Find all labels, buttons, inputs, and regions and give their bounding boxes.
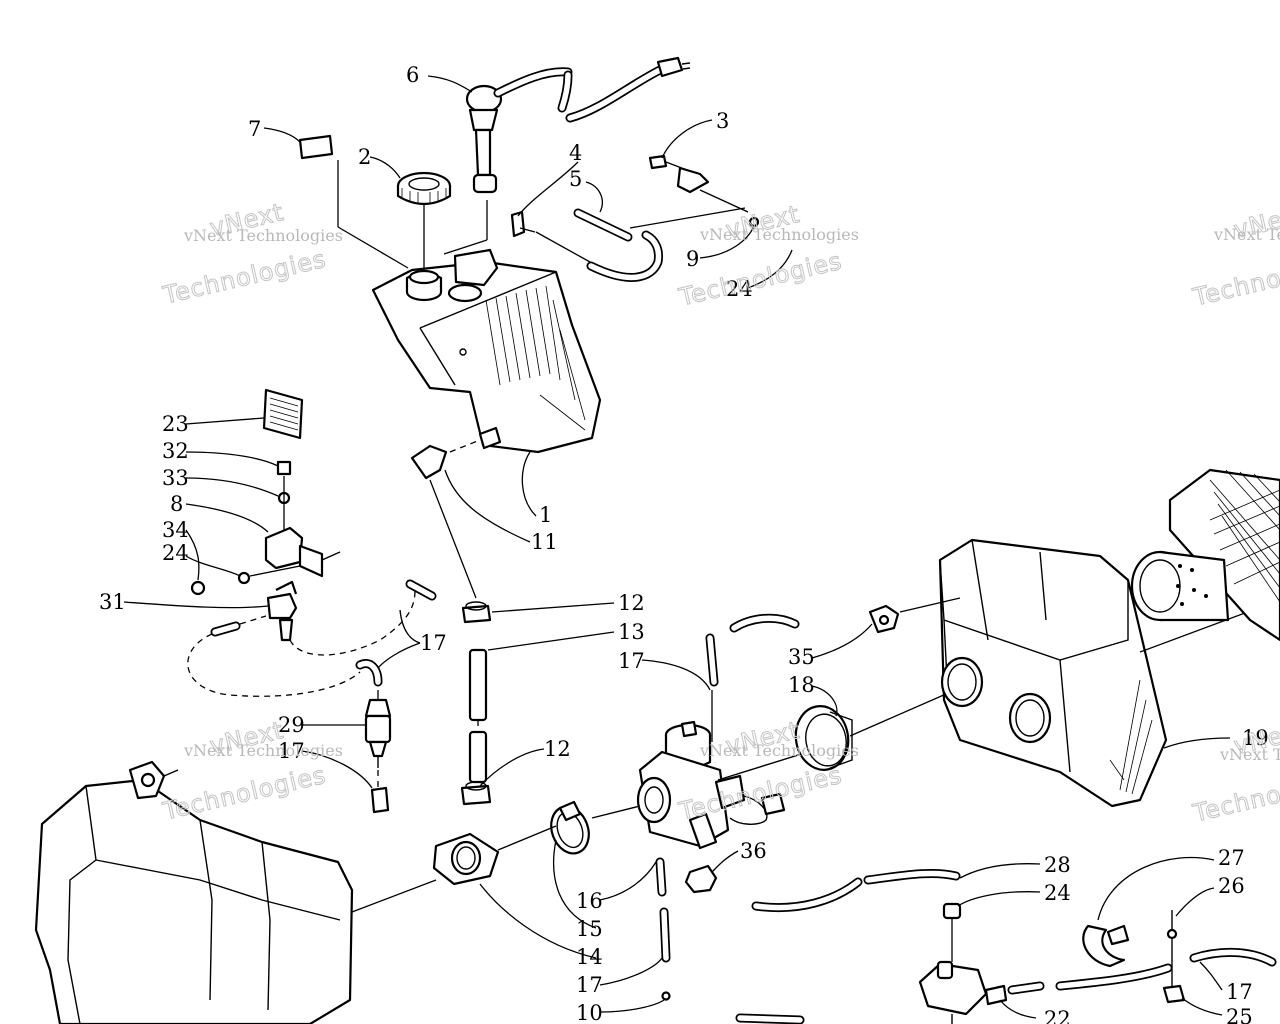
callout-31: 31: [99, 590, 126, 614]
callout-27: 27: [1218, 846, 1245, 870]
fuel-tank: [371, 248, 602, 454]
callout-4: 4: [569, 141, 582, 165]
callout-17-bottom: 17: [576, 973, 603, 997]
air-intake-silencer: [794, 538, 1280, 808]
svg-text:Technologies: Technologies: [676, 247, 845, 312]
watermark-2: vNext vNext Technologies Technologies: [675, 199, 859, 312]
carburetor: [636, 613, 841, 1001]
callout-25: 25: [1226, 1005, 1253, 1024]
inline-fuel-filter: [364, 690, 392, 814]
engine: [34, 760, 437, 1024]
callout-36: 36: [740, 839, 767, 863]
watermark-6: vNext vNext Technologies Technologies: [1189, 715, 1280, 828]
callout-34: 34: [162, 518, 189, 542]
shutoff-valve-assembly: [187, 388, 437, 697]
watermark-1: vNext vNext Technologies Technologies: [159, 197, 343, 310]
watermark-3: vNext vNext Technologies Technologies: [1189, 199, 1280, 312]
callout-35: 35: [788, 645, 815, 669]
callout-19: 19: [1242, 726, 1269, 750]
callout-15: 15: [576, 917, 603, 941]
callout-17-right: 17: [1226, 980, 1253, 1004]
leader-lines: [123, 75, 1231, 1019]
air-intake-screen: [1130, 468, 1280, 642]
callout-28: 28: [1044, 853, 1071, 877]
label-decal-7: [298, 134, 409, 269]
callout-10: 10: [576, 1001, 603, 1024]
callout-16: 16: [576, 889, 603, 913]
svg-text:vNext Technologies: vNext Technologies: [699, 225, 859, 244]
callout-12-bottom: 12: [544, 737, 571, 761]
callout-9: 9: [686, 247, 699, 271]
fuel-line-clamps: [410, 439, 492, 806]
fuel-level-sender: [443, 56, 691, 255]
callout-8: 8: [170, 492, 183, 516]
callout-17-filter: 17: [278, 739, 305, 763]
clamp-and-adapter: [432, 800, 641, 886]
callout-32: 32: [162, 439, 189, 463]
svg-text:Technologies: Technologies: [160, 761, 329, 826]
callout-1: 1: [539, 503, 552, 527]
fuel-cap: [396, 171, 452, 270]
callout-23: 23: [162, 412, 189, 436]
watermark-4: vNext vNext Technologies Technologies: [159, 715, 343, 826]
callout-2: 2: [358, 145, 371, 169]
svg-text:Technologies: Technologies: [1190, 247, 1280, 312]
svg-text:Technologies: Technologies: [1190, 763, 1280, 828]
callout-6: 6: [406, 63, 419, 87]
vent-fittings: [510, 154, 760, 282]
callout-24-left: 24: [162, 541, 189, 565]
svg-text:vNext Technologies: vNext Technologies: [699, 741, 859, 760]
svg-text:vNext Technologies: vNext Technologies: [183, 226, 343, 245]
svg-text:vNext Technologies: vNext Technologies: [1213, 225, 1280, 244]
callout-29: 29: [278, 713, 305, 737]
callout-18: 18: [788, 673, 815, 697]
svg-text:vNext Technologies: vNext Technologies: [183, 741, 343, 760]
callout-7: 7: [248, 117, 261, 141]
callout-17-left: 17: [420, 631, 447, 655]
callout-24-right: 24: [1044, 881, 1071, 905]
callout-17-carb: 17: [618, 649, 645, 673]
callout-numbers: 6 7 2 3 4 5 9 24 1 11 23 32 33 8 34 24 3…: [99, 63, 1269, 1024]
callout-14: 14: [576, 945, 603, 969]
callout-12-top: 12: [618, 591, 645, 615]
svg-text:vNext Technologies: vNext Technologies: [1219, 745, 1280, 764]
callout-5: 5: [569, 167, 582, 191]
callout-24-top: 24: [726, 277, 753, 301]
callout-3: 3: [716, 109, 729, 133]
callout-26: 26: [1218, 874, 1245, 898]
svg-text:Technologies: Technologies: [160, 245, 329, 310]
callout-22: 22: [1044, 1007, 1071, 1024]
callout-13: 13: [618, 620, 645, 644]
callout-33: 33: [162, 466, 189, 490]
callout-11: 11: [531, 530, 558, 554]
fuel-pump-assembly: [735, 868, 1277, 1024]
